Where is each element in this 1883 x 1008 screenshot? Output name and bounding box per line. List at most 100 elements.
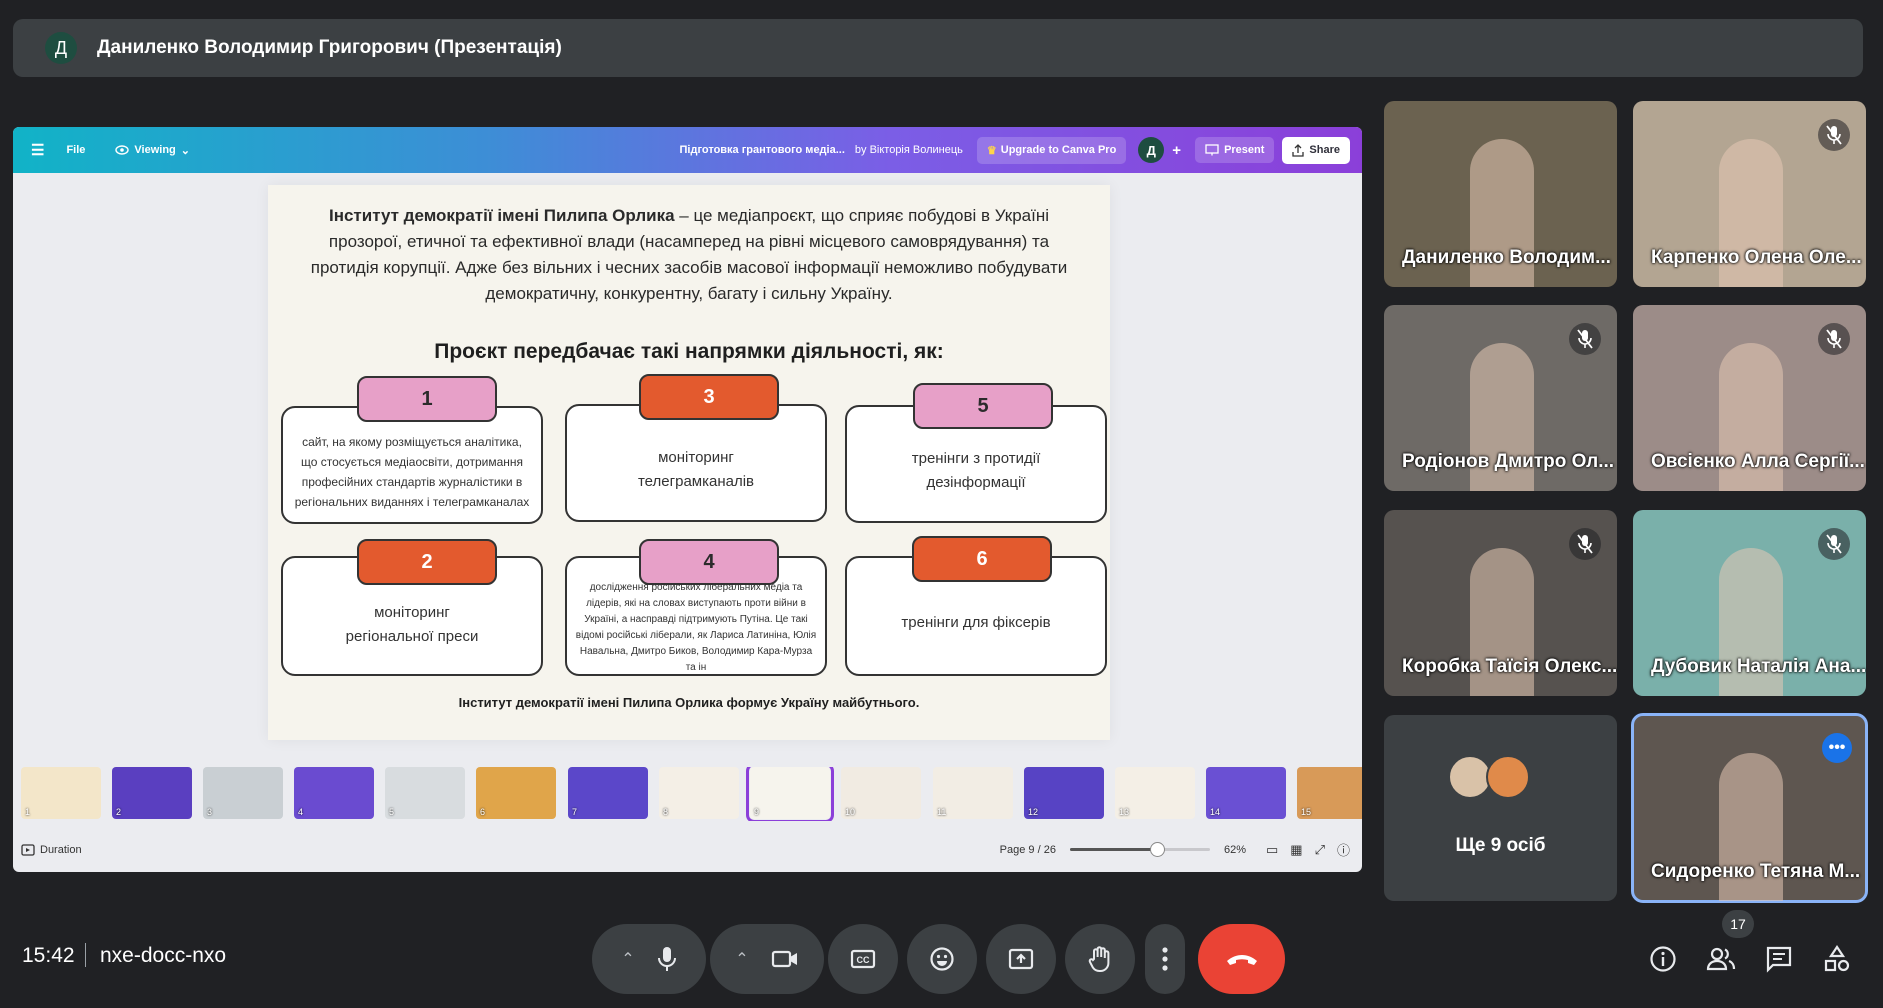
thumbnail-number: 9 <box>754 807 760 817</box>
fullscreen-icon[interactable]: ⤢ <box>1314 841 1325 857</box>
share-button[interactable]: Share <box>1282 136 1350 164</box>
slide-thumbnail[interactable]: 9 <box>746 767 834 821</box>
slide-thumbnail[interactable]: 10 <box>841 767 921 819</box>
slide-canvas: Інститут демократії імені Пилипа Орлика … <box>268 185 1110 740</box>
participant-tile[interactable]: Карпенко Олена Оле... <box>1633 101 1866 287</box>
intro-rest: – це медіапроєкт, що сприяє побудові в У… <box>310 206 1068 303</box>
meeting-info-button[interactable] <box>1646 942 1680 976</box>
end-call-button[interactable] <box>1198 924 1285 994</box>
shapes-icon <box>1824 945 1850 972</box>
chevron-up-icon[interactable]: ⌃ <box>735 951 749 968</box>
participant-name: Овсієнко Алла Сергії... <box>1651 451 1865 472</box>
slide-footer-text: Інститут демократії імені Пилипа Орлика … <box>458 695 920 710</box>
thumbnail-number: 12 <box>1028 807 1039 817</box>
thumbnail-number: 3 <box>207 807 213 817</box>
presenter-title: Даниленко Володимир Григорович (Презента… <box>97 37 562 58</box>
emoji-icon <box>930 947 954 971</box>
slide-thumbnail[interactable]: 15 <box>1297 767 1362 819</box>
slide-thumbnail[interactable]: 11 <box>933 767 1013 819</box>
document-author: by Вікторія Волинець <box>854 144 963 156</box>
viewing-dropdown[interactable]: Viewing ⌄ <box>115 144 190 157</box>
slide-thumbnail[interactable]: 4 <box>294 767 374 819</box>
card-text: дослідження російських ліберальних медіа… <box>575 582 817 673</box>
slide-thumbnail[interactable]: 14 <box>1206 767 1286 819</box>
participant-video <box>1719 343 1783 491</box>
reactions-button[interactable] <box>907 924 977 994</box>
tile-more-options-icon[interactable]: ••• <box>1822 733 1852 763</box>
slide-thumbnail[interactable]: 1 <box>21 767 101 819</box>
chat-button[interactable] <box>1762 942 1796 976</box>
thumbnail-number: 5 <box>389 807 395 817</box>
activity-number-6: 6 <box>912 536 1052 582</box>
zoom-handle[interactable] <box>1149 842 1165 857</box>
participant-video <box>1719 753 1783 901</box>
slide-thumbnail[interactable]: 2 <box>112 767 192 819</box>
captions-button[interactable]: CC <box>828 924 898 994</box>
participant-tile[interactable]: Дубовик Наталія Ана... <box>1633 510 1866 696</box>
chat-icon <box>1766 946 1792 973</box>
hamburger-icon[interactable]: ☰ <box>31 142 45 159</box>
present-label: Present <box>1224 144 1265 156</box>
microphone-icon[interactable] <box>657 945 677 973</box>
slide-section-title: Проєкт передбачає такі напрямки діяльнос… <box>434 340 944 363</box>
hand-icon <box>1088 946 1110 972</box>
slide-thumbnail[interactable]: 12 <box>1024 767 1104 819</box>
document-title[interactable]: Підготовка грантового медіа... <box>679 144 845 156</box>
grid-view-icon[interactable]: ▦ <box>1290 841 1303 857</box>
duration-button[interactable]: Duration <box>21 844 82 856</box>
more-options-button[interactable] <box>1145 924 1185 994</box>
present-now-button[interactable] <box>986 924 1056 994</box>
present-button[interactable]: Present <box>1195 137 1275 163</box>
upgrade-button[interactable]: ♛ Upgrade to Canva Pro <box>976 136 1127 164</box>
activity-number-4: 4 <box>639 539 779 585</box>
participant-tile[interactable]: Даниленко Володим... <box>1384 101 1617 287</box>
activity-card-3: моніторинг телеграмканалів <box>565 404 827 522</box>
activities-button[interactable] <box>1820 942 1854 976</box>
slide-thumbnail[interactable]: 13 <box>1115 767 1195 819</box>
participant-tile[interactable]: Овсієнко Алла Сергії... <box>1633 305 1866 491</box>
phone-hangup-icon <box>1226 955 1257 965</box>
add-collaborator-button[interactable]: + <box>1172 141 1182 159</box>
thumbnail-number: 4 <box>298 807 304 817</box>
help-icon[interactable]: ⓘ <box>1336 843 1350 858</box>
people-button[interactable] <box>1704 942 1738 976</box>
activity-number-1: 1 <box>357 376 497 422</box>
user-avatar[interactable]: Д <box>1138 137 1165 163</box>
participant-name: Дубовик Наталія Ана... <box>1651 656 1866 677</box>
slide-intro-text: Інститут демократії імені Пилипа Орлика … <box>308 203 1070 307</box>
slide-thumbnail[interactable]: 5 <box>385 767 465 819</box>
slide-thumbnail[interactable]: 7 <box>568 767 648 819</box>
divider <box>85 943 86 967</box>
card-text: моніторинг регіональної преси <box>345 604 479 645</box>
slide-thumbnail[interactable]: 6 <box>476 767 556 819</box>
file-menu[interactable]: File <box>66 144 86 156</box>
participant-tile[interactable]: Сидоренко Тетяна М...••• <box>1631 713 1868 903</box>
participant-tile[interactable]: Ще 9 осіб <box>1384 715 1617 901</box>
mic-off-icon <box>1818 119 1850 151</box>
camera-icon[interactable] <box>771 949 799 969</box>
raise-hand-button[interactable] <box>1065 924 1135 994</box>
thumbnail-number: 1 <box>25 807 31 817</box>
activity-card-6: тренінги для фіксерів <box>845 556 1107 676</box>
svg-text:CC: CC <box>857 955 870 965</box>
zoom-slider[interactable] <box>1069 842 1210 857</box>
participant-tile[interactable]: Коробка Таїсія Олекс... <box>1384 510 1617 696</box>
slide-thumbnail[interactable]: 8 <box>659 767 739 819</box>
participant-name: Карпенко Олена Оле... <box>1651 247 1862 268</box>
meeting-code: nxe-docc-nxo <box>100 944 227 967</box>
thumbnail-number: 15 <box>1301 807 1312 817</box>
participant-video <box>1719 548 1783 696</box>
thumbnail-number: 10 <box>845 807 856 817</box>
page-indicator: Page 9 / 26 <box>999 843 1056 856</box>
crown-icon: ♛ <box>986 144 997 157</box>
slide-thumbnail[interactable]: 3 <box>203 767 283 819</box>
chevron-up-icon[interactable]: ⌃ <box>621 951 635 968</box>
timer-icon <box>21 843 35 856</box>
info-icon <box>1650 946 1676 972</box>
participant-tile[interactable]: Родіонов Дмитро Ол... <box>1384 305 1617 491</box>
mic-off-icon <box>1818 323 1850 355</box>
card-text: тренінги з протидії дезінформації <box>911 450 1041 491</box>
notes-icon[interactable]: ▭ <box>1265 841 1279 857</box>
zoom-level: 62% <box>1223 843 1246 856</box>
